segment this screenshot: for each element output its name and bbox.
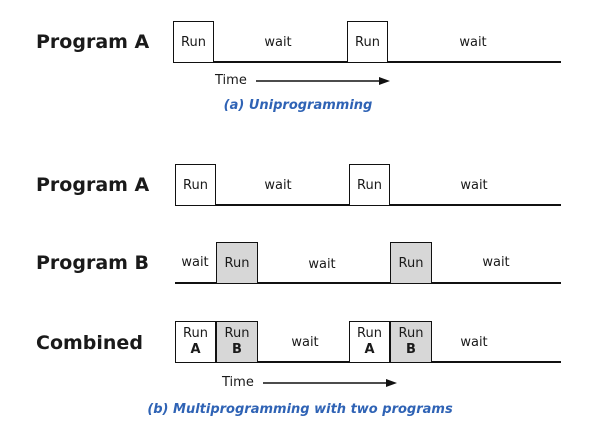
combined-label: Combined (36, 332, 143, 354)
program-a-run-block: Run (349, 164, 390, 206)
program-b-wait-label: wait (482, 255, 510, 270)
program-a-run-block: Run (175, 164, 216, 206)
uni-caption: (a) Uniprogramming (223, 98, 373, 113)
program-a-wait-label: wait (264, 178, 292, 193)
uni-program-a-label: Program A (36, 31, 150, 53)
combined-run-a-block: Run A (349, 321, 390, 363)
multi-program-b-timeline (175, 282, 561, 284)
run-label: Run (183, 326, 208, 341)
combined-run-b-block: Run B (390, 321, 432, 363)
uni-run-block: Run (347, 21, 388, 63)
uni-time-arrow (256, 77, 390, 85)
program-b-run-block: Run (216, 242, 258, 284)
program-b-wait-label: wait (308, 257, 336, 272)
run-label: Run (357, 326, 382, 341)
program-letter: B (406, 342, 416, 357)
multi-time-label: Time (222, 375, 254, 390)
program-letter: A (190, 342, 201, 357)
multi-time-arrow (263, 379, 397, 387)
program-letter: B (232, 342, 242, 357)
uni-wait-label: wait (459, 35, 487, 50)
program-b-run-block: Run (390, 242, 432, 284)
uni-run-block: Run (173, 21, 214, 63)
uni-time-label: Time (215, 73, 247, 88)
run-label: Run (224, 326, 250, 341)
combined-wait-label: wait (291, 335, 319, 350)
combined-run-b-block: Run B (216, 321, 258, 363)
run-label: Run (183, 177, 208, 193)
program-a-wait-label: wait (460, 178, 488, 193)
combined-wait-label: wait (460, 335, 488, 350)
run-label: Run (398, 326, 424, 341)
program-b-wait-label: wait (181, 255, 209, 270)
run-label: Run (398, 255, 424, 271)
run-label: Run (181, 34, 206, 50)
multi-caption: (b) Multiprogramming with two programs (147, 402, 453, 417)
run-label: Run (355, 34, 380, 50)
combined-run-a-block: Run A (175, 321, 216, 363)
run-label: Run (357, 177, 382, 193)
multi-program-a-label: Program A (36, 174, 150, 196)
uni-wait-label: wait (264, 35, 292, 50)
multi-program-b-label: Program B (36, 252, 150, 274)
program-letter: A (364, 342, 375, 357)
run-label: Run (224, 255, 250, 271)
